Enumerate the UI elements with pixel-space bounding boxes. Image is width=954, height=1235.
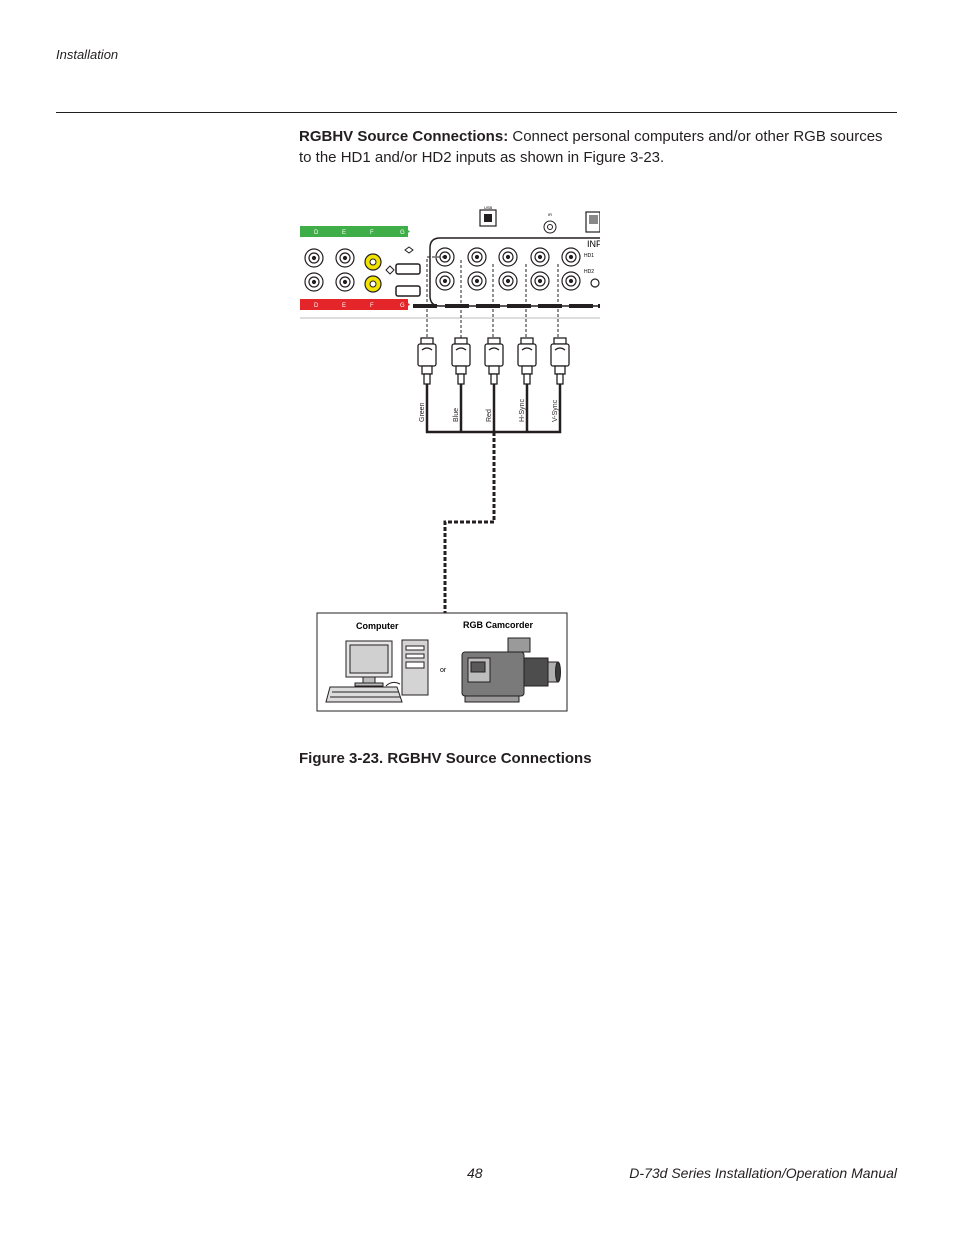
rgbhv-figure: D E F G D E F G [300,200,600,720]
sources-box: Computer RGB Camcorder or [316,612,568,712]
cable-bundle [425,384,562,434]
red-strip [300,299,408,310]
hdmi-port-1 [395,263,421,275]
intro-paragraph: RGBHV Source Connections: Connect person… [299,126,899,168]
camcorder-label: RGB Camcorder [463,620,534,630]
panel-letter-g-bottom: G [400,303,405,309]
usb-label: USB [484,205,493,210]
panel-letter-d-top: D [314,230,319,236]
bnc-plugs [417,337,570,385]
camcorder-icon [461,637,561,703]
hd2-label: HD2 [584,269,594,275]
cable-label-red: Red [486,409,493,422]
hd-bnc-jacks [435,247,600,291]
computer-icon [325,639,429,703]
running-header: Installation [56,47,119,62]
source-cable [443,432,496,613]
page-number: 48 [467,1165,483,1181]
panel-letter-f-bottom: F [370,303,374,309]
ir-label: IR [548,212,552,217]
cable-label-v-sync: V-Sync [552,399,559,422]
rca-jacks [364,253,382,293]
panel-letter-e-top: E [342,230,346,236]
intro-text: Connect personal computers and/or other … [299,128,883,166]
hdmi-port-2 [395,285,421,297]
header-rule [56,112,897,113]
cable-label-green: Green [419,402,426,422]
rear-panel: D E F G D E F G [300,205,600,320]
panel-letter-e-bottom: E [342,303,346,309]
or-label: or [440,667,447,674]
inp-label: INP [587,239,600,249]
leader-lines [426,256,559,338]
section-heading: RGBHV Source Connections: [299,128,509,145]
hd1-label: HD1 [584,253,594,259]
manual-title: D-73d Series Installation/Operation Manu… [629,1165,897,1181]
panel-letter-d-bottom: D [314,303,319,309]
panel-letter-f-top: F [370,230,374,236]
figure-caption: Figure 3-23. RGBHV Source Connections [299,750,592,767]
cable-label-h-sync: H-Sync [519,399,526,422]
panel-letter-g-top: G [400,230,405,236]
green-strip [300,226,408,237]
cable-label-blue: Blue [453,408,460,422]
computer-label: Computer [356,621,399,631]
